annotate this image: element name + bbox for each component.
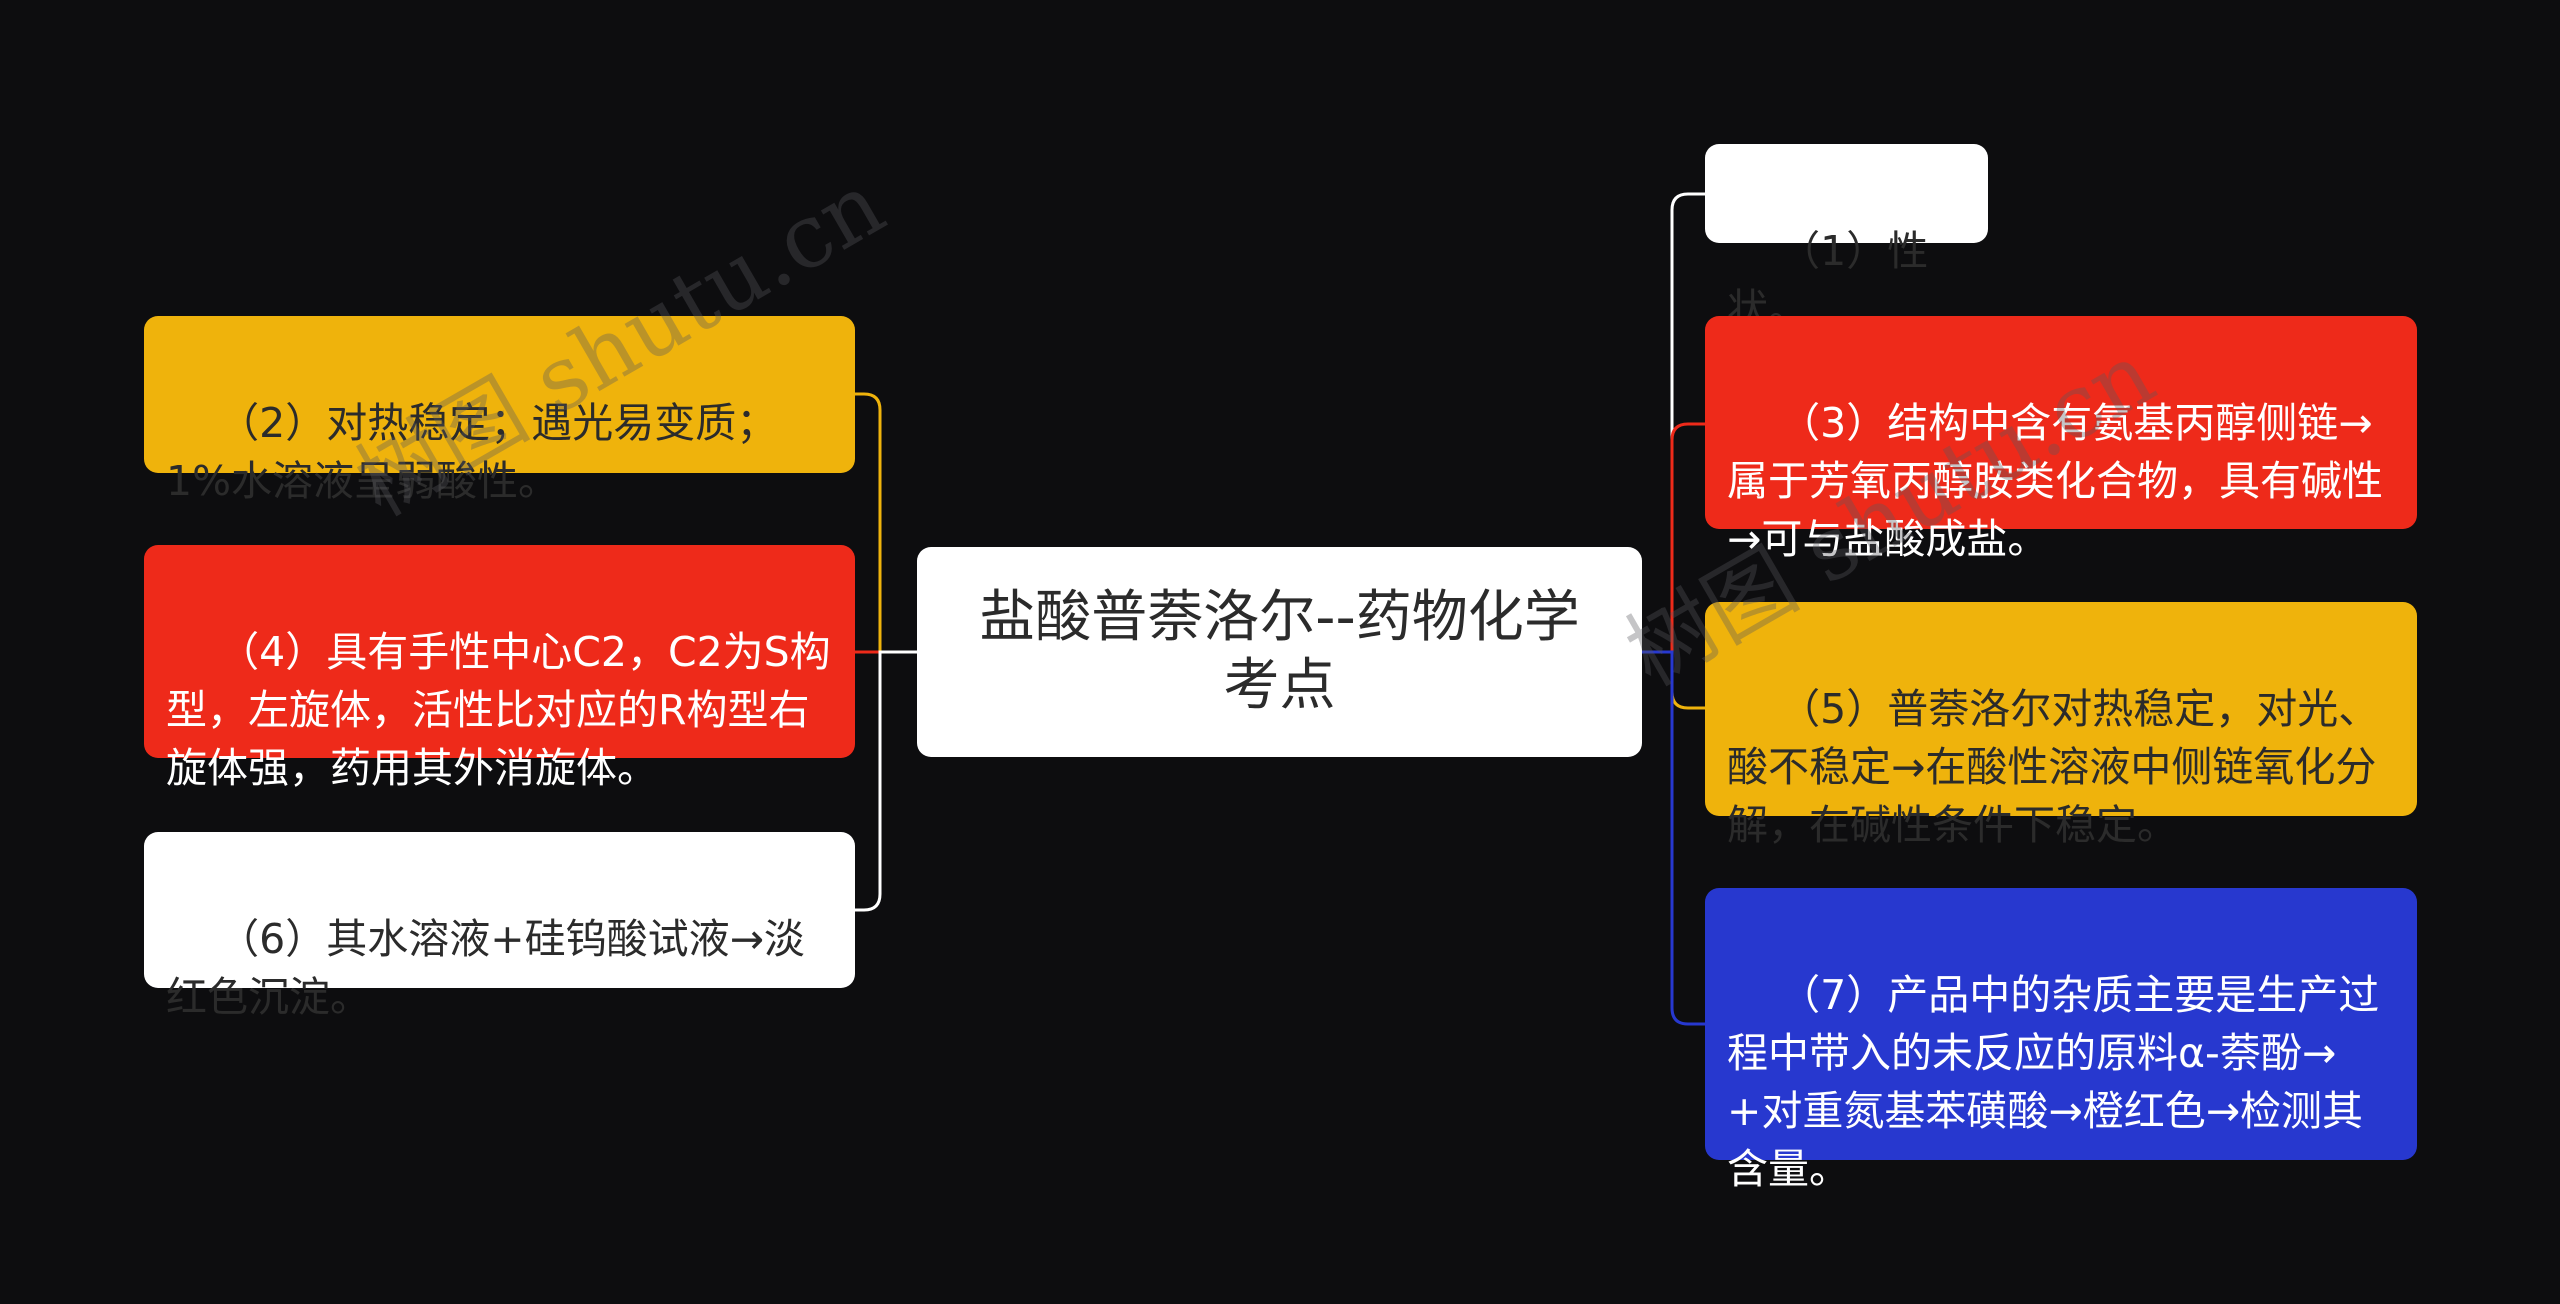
connector-center-to-n5 xyxy=(1642,650,1705,710)
topic-node-4[interactable]: （4）具有手性中心C2，C2为S构型，左旋体，活性比对应的R构型右旋体强，药用其… xyxy=(144,545,855,792)
topic-node-label: （5）普萘洛尔对热稳定，对光、酸不稳定→在酸性溶液中侧链氧化分解，在碱性条件下稳… xyxy=(1727,685,2380,849)
topic-node-label: （3）结构中含有氨基丙醇侧链→属于芳氧丙醇胺类化合物，具有碱性→可与盐酸成盐。 xyxy=(1727,399,2383,563)
topic-node-1[interactable]: （1）性状。 xyxy=(1705,144,1988,333)
connector-center-to-n3 xyxy=(1642,422,1705,654)
topic-node-6[interactable]: （6）其水溶液+硅钨酸试液→淡红色沉淀。 xyxy=(144,832,855,1021)
connector-center-to-n7 xyxy=(1642,650,1705,1026)
topic-node-label: （4）具有手性中心C2，C2为S构型，左旋体，活性比对应的R构型右旋体强，药用其… xyxy=(166,628,831,792)
topic-node-3[interactable]: （3）结构中含有氨基丙醇侧链→属于芳氧丙醇胺类化合物，具有碱性→可与盐酸成盐。 xyxy=(1705,316,2417,563)
topic-node-7[interactable]: （7）产品中的杂质主要是生产过程中带入的未反应的原料α-萘酚→+对重氮基苯磺酸→… xyxy=(1705,888,2417,1193)
connector-center-to-n2 xyxy=(855,392,917,654)
center-topic-label: 盐酸普萘洛尔--药物化学考点 xyxy=(979,585,1580,718)
connector-center-to-n6 xyxy=(855,650,917,912)
topic-node-5[interactable]: （5）普萘洛尔对热稳定，对光、酸不稳定→在酸性溶液中侧链氧化分解，在碱性条件下稳… xyxy=(1705,602,2417,849)
center-topic[interactable]: 盐酸普萘洛尔--药物化学考点 xyxy=(917,547,1642,757)
topic-node-label: （6）其水溶液+硅钨酸试液→淡红色沉淀。 xyxy=(166,915,805,1021)
topic-node-2[interactable]: （2）对热稳定；遇光易变质；1%水溶液呈弱酸性。 xyxy=(144,316,855,505)
topic-node-label: （7）产品中的杂质主要是生产过程中带入的未反应的原料α-萘酚→+对重氮基苯磺酸→… xyxy=(1727,971,2380,1193)
topic-node-label: （2）对热稳定；遇光易变质；1%水溶液呈弱酸性。 xyxy=(166,399,778,505)
connector-center-to-n1 xyxy=(1642,192,1705,654)
